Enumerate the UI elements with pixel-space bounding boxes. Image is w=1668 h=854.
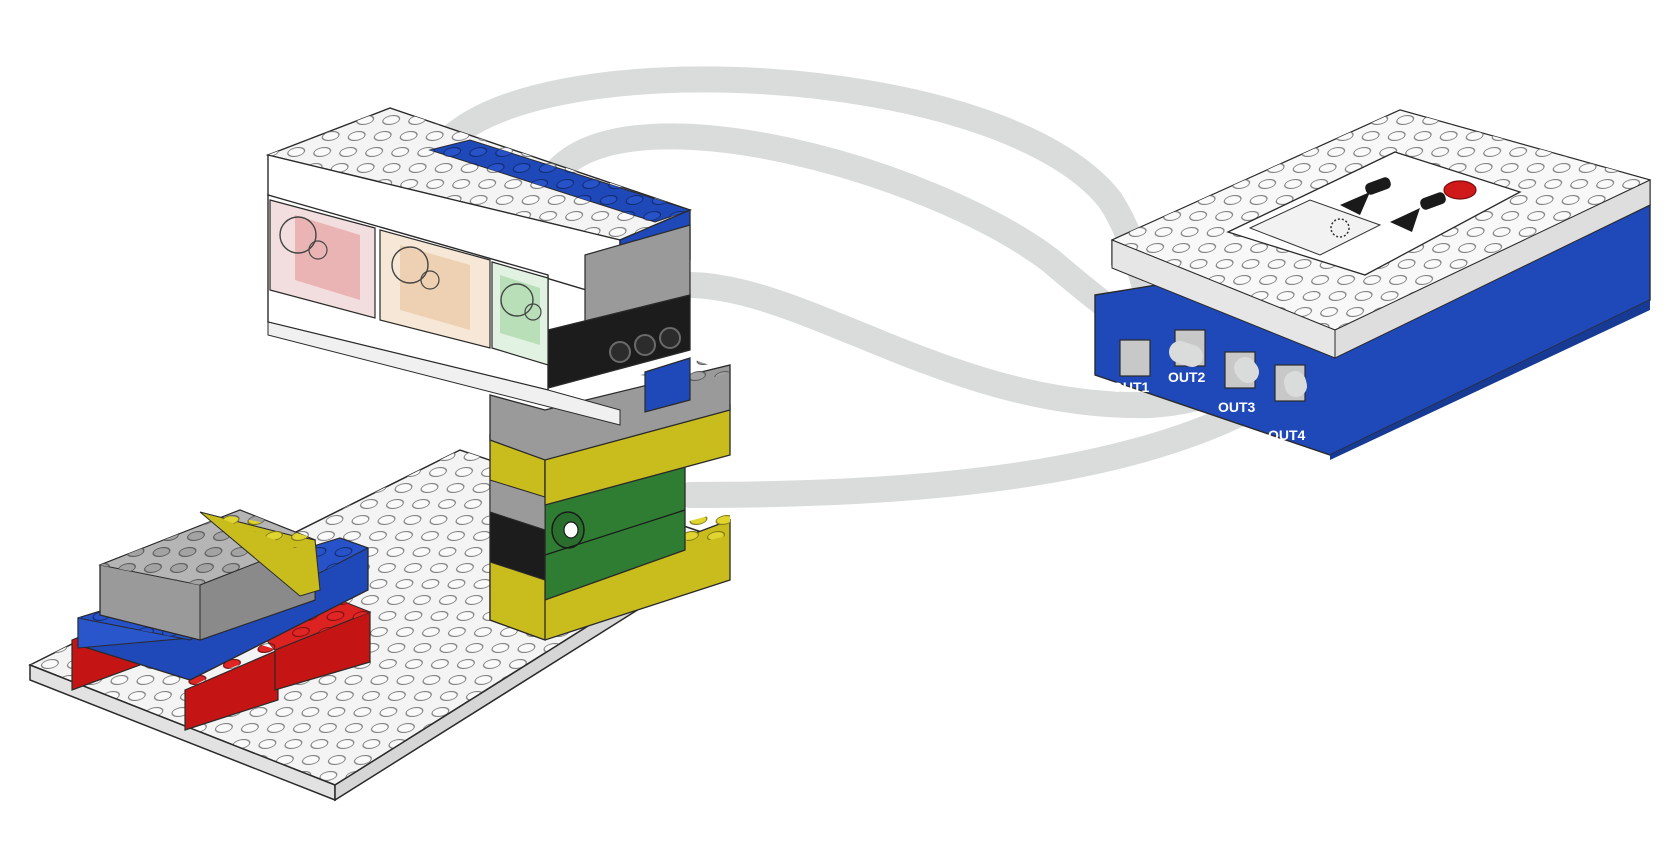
arrow-right-icon: [1390, 208, 1420, 232]
red-indicator-light: [1443, 180, 1477, 200]
speaker-icon: [1330, 218, 1350, 238]
svg-text:OUT2: OUT2: [1168, 369, 1206, 385]
green-light-module: [491, 261, 549, 366]
port-out1[interactable]: OUT1: [1112, 339, 1151, 395]
cable-out4: [677, 372, 1303, 508]
control-panel: [1226, 151, 1522, 276]
button-left-icon[interactable]: [1364, 176, 1393, 196]
svg-text:OUT3: OUT3: [1218, 399, 1256, 415]
arrow-left-icon: [1340, 192, 1370, 215]
red-light-module: [269, 199, 376, 319]
red-brick: [184, 649, 279, 731]
cable-ends: [1169, 341, 1307, 397]
svg-text:OUT4: OUT4: [1268, 427, 1306, 443]
orange-light-module: [379, 229, 491, 349]
left-brick-stack: [71, 509, 372, 731]
top-beam: [265, 107, 692, 426]
svg-text:OUT1: OUT1: [1112, 379, 1150, 395]
button-right-icon[interactable]: [1419, 191, 1448, 211]
